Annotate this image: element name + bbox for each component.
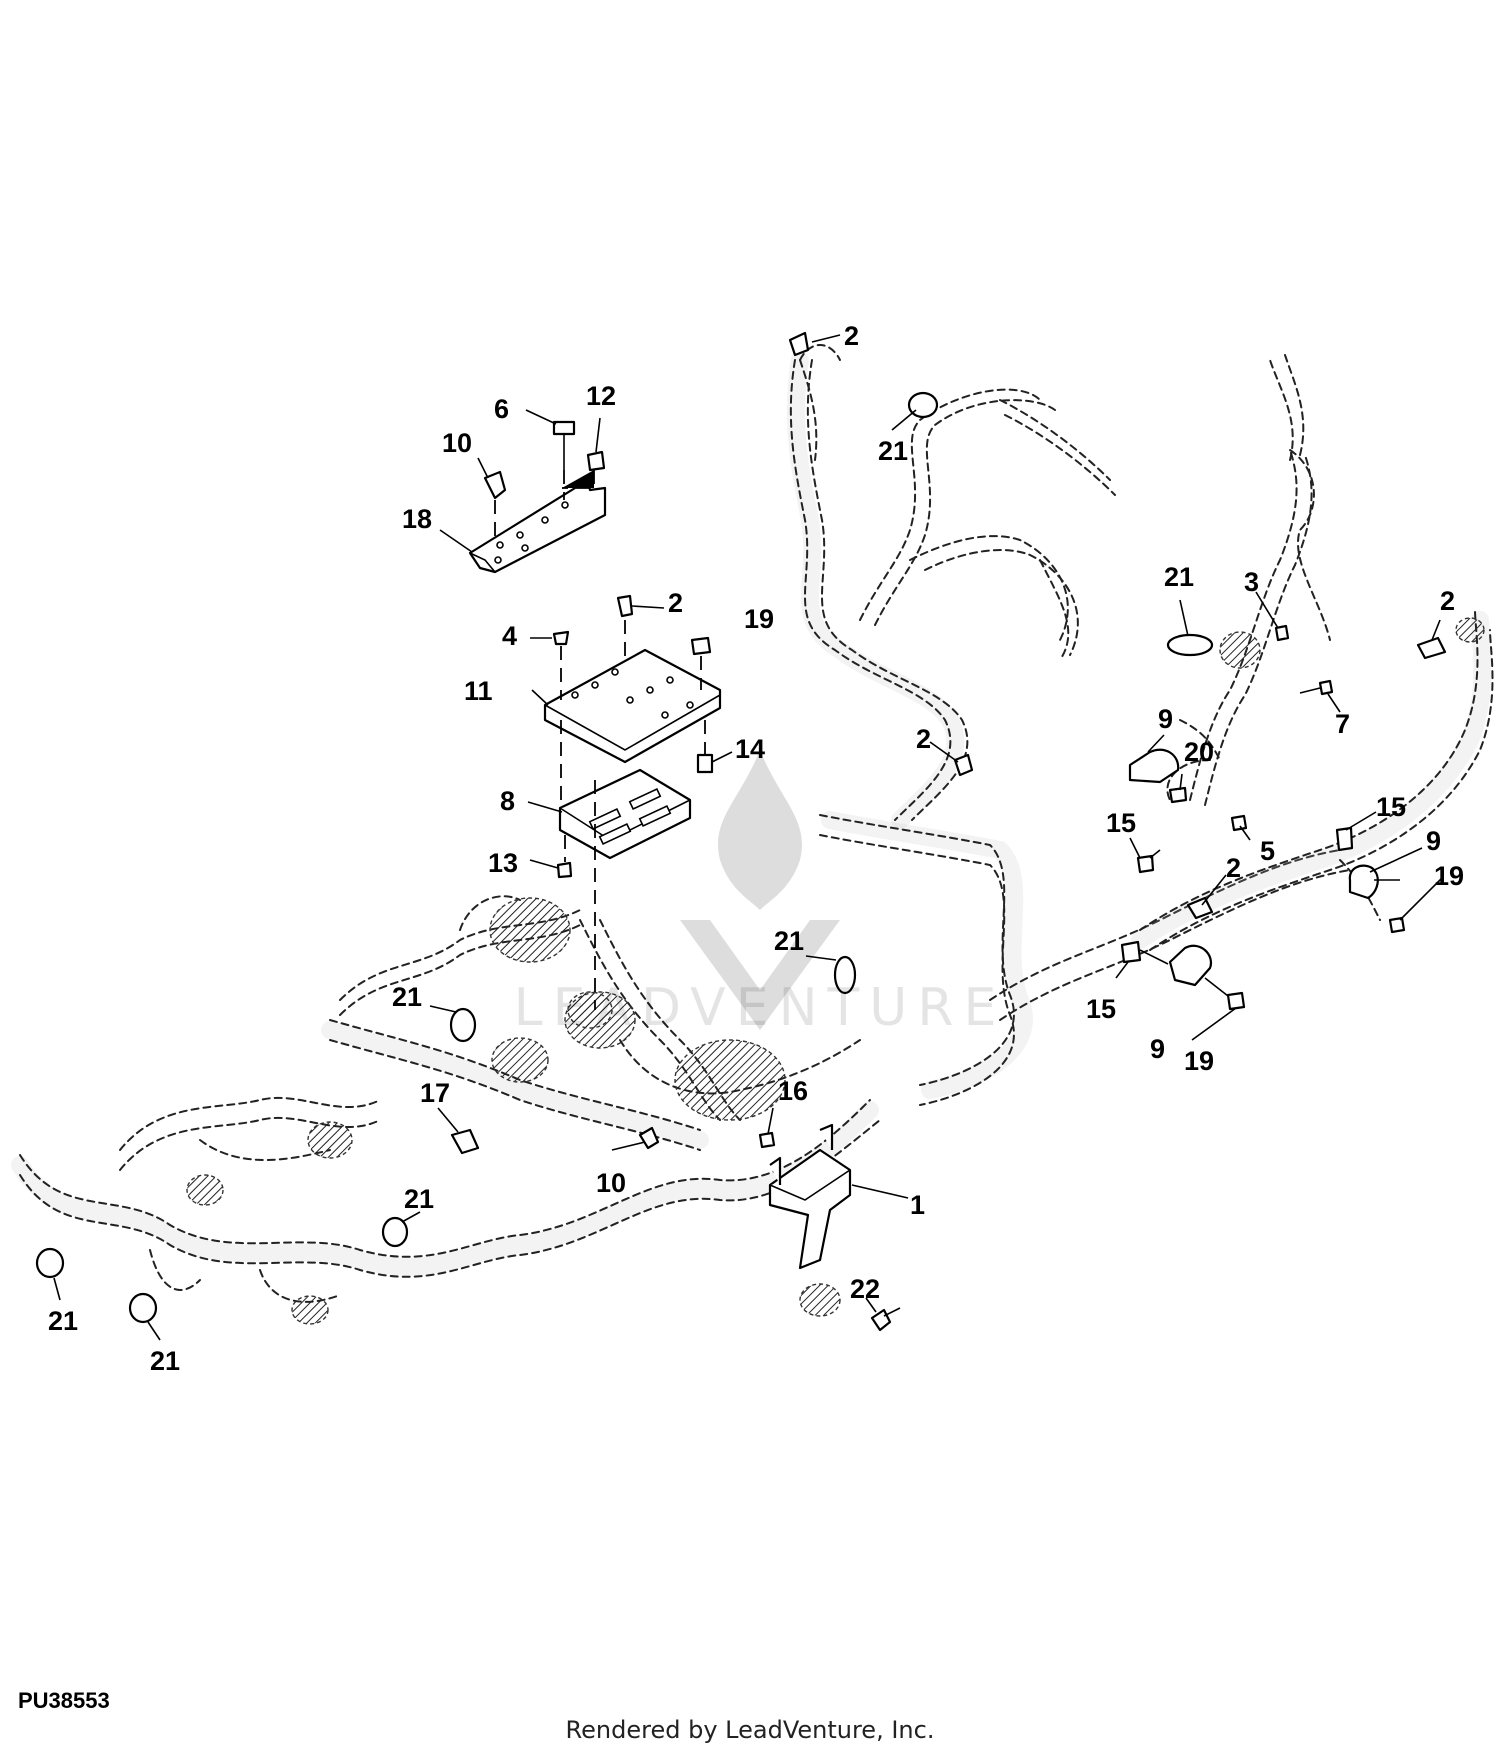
clip-10-lower (638, 1126, 660, 1150)
bolt-15-upper (1136, 849, 1161, 874)
callout-2: 2 (844, 321, 859, 351)
drawing-id: PU38553 (18, 1688, 110, 1713)
callout-10: 10 (596, 1168, 626, 1198)
callout-9: 9 (1158, 704, 1173, 734)
callout-19: 19 (1434, 861, 1464, 891)
bolt-16 (758, 1131, 776, 1149)
callout-2: 2 (1440, 586, 1455, 616)
callout-3: 3 (1244, 567, 1259, 597)
callout-labels: 1 2 2 2 2 2 3 4 5 6 7 8 9 9 9 10 10 11 1… (48, 321, 1464, 1376)
mounting-bracket-18 (468, 478, 607, 574)
callout-21: 21 (1164, 562, 1194, 592)
bolt-20 (1168, 786, 1188, 804)
clips-2 (788, 331, 974, 777)
callout-14: 14 (735, 734, 765, 764)
p-clamp-9-right (1348, 864, 1400, 900)
flame-v-logo-icon (680, 750, 840, 1030)
callout-19: 19 (744, 604, 774, 634)
callout-6: 6 (494, 394, 509, 424)
nut-19-plate (690, 636, 712, 690)
callout-2: 2 (916, 724, 931, 754)
p-clamp-9-upper (1128, 748, 1180, 784)
watermark-text: LEADVENTURE (513, 978, 1007, 1038)
callout-21: 21 (774, 926, 804, 956)
controller-module-8 (558, 768, 692, 860)
bolt-15-lower (1120, 940, 1169, 965)
mounting-plate-11 (543, 648, 722, 764)
clip-2-plate (616, 594, 634, 660)
callout-11: 11 (464, 676, 493, 706)
render-credit: Rendered by LeadVenture, Inc. (565, 1716, 935, 1744)
callout-9: 9 (1150, 1034, 1165, 1064)
callout-13: 13 (488, 848, 518, 878)
callout-1: 1 (910, 1190, 925, 1220)
callout-5: 5 (1260, 836, 1275, 866)
bolt-14 (696, 720, 714, 774)
callout-15: 15 (1086, 994, 1116, 1024)
callout-9: 9 (1426, 826, 1441, 856)
callout-21: 21 (48, 1306, 78, 1336)
callout-20: 20 (1184, 737, 1214, 767)
callout-2: 2 (1226, 853, 1241, 883)
callout-21: 21 (878, 436, 908, 466)
callout-10: 10 (442, 428, 472, 458)
nut-19-right (1388, 916, 1406, 934)
bolt-15-right (1335, 826, 1354, 852)
callout-22: 22 (850, 1274, 880, 1304)
tie-7 (1299, 679, 1334, 696)
callout-7: 7 (1335, 709, 1350, 739)
connector-blocks (186, 617, 1485, 1325)
nut-19-lower (1226, 991, 1246, 1011)
callout-4: 4 (502, 621, 517, 651)
clip-2-right (1416, 636, 1447, 660)
callout-8: 8 (500, 786, 515, 816)
clip-2-right-lower (1186, 896, 1214, 920)
callout-21: 21 (404, 1184, 434, 1214)
clip-3 (1274, 624, 1290, 642)
screw-4 (552, 630, 570, 700)
nut-13 (556, 835, 573, 879)
p-clamp-9-lower (1168, 944, 1229, 997)
nut-12 (562, 450, 606, 489)
callout-21: 21 (392, 982, 422, 1012)
clip-17 (450, 1128, 480, 1155)
cable-tie-22 (870, 1307, 901, 1332)
clip-10-upper (483, 470, 507, 540)
callout-2: 2 (668, 588, 683, 618)
callout-21: 21 (150, 1346, 180, 1376)
harness-bracket-1 (768, 1123, 852, 1270)
leader-lines (53, 334, 1443, 1341)
callout-19: 19 (1184, 1046, 1214, 1076)
bolt-6 (552, 420, 576, 500)
nut-5 (1230, 814, 1248, 832)
callout-12: 12 (586, 381, 616, 411)
callout-15: 15 (1106, 808, 1136, 838)
callout-18: 18 (402, 504, 432, 534)
callout-15: 15 (1376, 792, 1406, 822)
callout-17: 17 (420, 1078, 450, 1108)
callout-16: 16 (778, 1076, 808, 1106)
